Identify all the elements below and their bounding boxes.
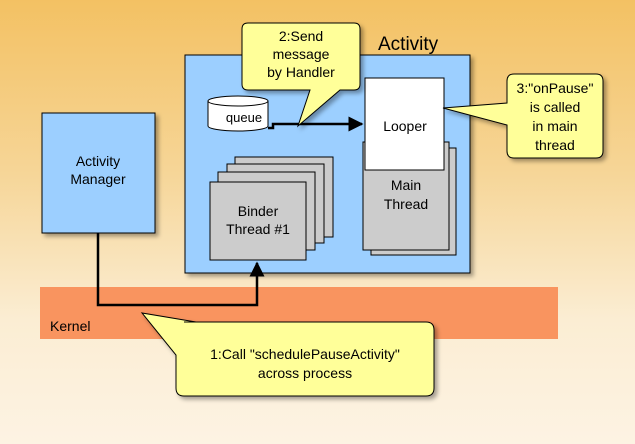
message-path-arrow — [268, 116, 364, 132]
activity-manager-label-line1: Activity — [76, 153, 120, 169]
callout-onpause-line4: thread — [535, 137, 575, 153]
activity-title: Activity — [378, 34, 439, 55]
activity-manager-box[interactable] — [41, 112, 156, 234]
kernel-label: Kernel — [50, 318, 90, 334]
looper-box[interactable] — [364, 77, 445, 171]
queue-cylinder[interactable] — [207, 95, 269, 132]
callout-onpause-line1: 3:"onPause" — [517, 80, 594, 96]
callout-schedule-pause-line1: 1:Call "schedulePauseActivity" — [210, 346, 400, 362]
queue-label: queue — [226, 110, 262, 125]
binder-thread-label-line2: Thread #1 — [226, 221, 290, 237]
binder-thread-label-line1: Binder — [238, 203, 279, 219]
callout-send-message-line1: 2:Send — [279, 28, 323, 44]
callout-send-message-line2: message — [273, 46, 330, 62]
looper-label: Looper — [383, 118, 427, 134]
callout-onpause-line3: in main — [532, 118, 577, 134]
callout-onpause[interactable] — [442, 73, 604, 159]
callout-onpause-line2: is called — [530, 99, 581, 115]
activity-manager-label-line2: Manager — [70, 171, 126, 187]
main-thread-label-line2: Thread — [384, 196, 428, 212]
callout-send-message[interactable] — [241, 22, 361, 128]
binder-thread-box[interactable] — [209, 181, 307, 261]
call-path-arrow — [96, 233, 265, 307]
callout-send-message-line3: by Handler — [267, 64, 335, 80]
callout-schedule-pause[interactable] — [140, 312, 435, 397]
callout-schedule-pause-line2: across process — [258, 365, 352, 381]
main-thread-label-line1: Main — [391, 177, 421, 193]
